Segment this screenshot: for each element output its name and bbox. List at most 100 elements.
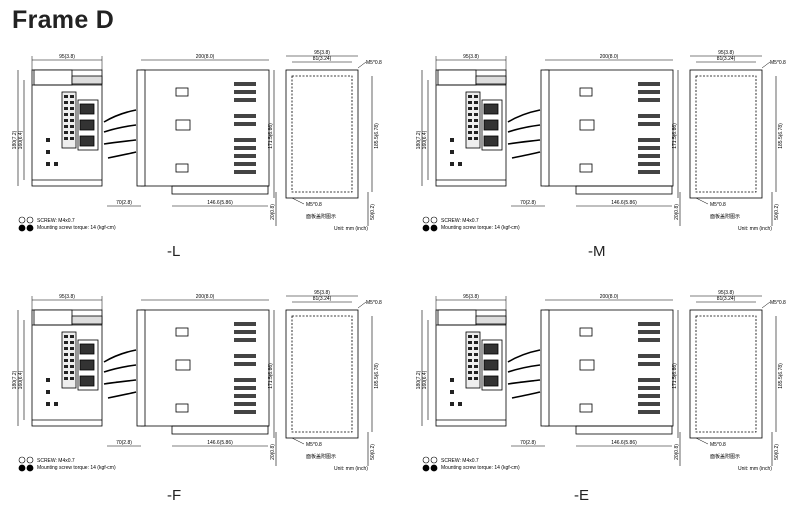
depth-view-body xyxy=(140,69,270,187)
dim-mid-height: 171.5(6.86) xyxy=(672,363,678,389)
screw-hole-filled-icon xyxy=(430,464,438,472)
cable-3 xyxy=(103,139,137,145)
dim-mid-height: 171.5(6.86) xyxy=(268,363,274,389)
dim-front-width: 95(3.8) xyxy=(59,294,75,300)
dim-bottom-left: 70(2.8) xyxy=(520,200,536,206)
dim-left-bottom: 20(0.8) xyxy=(270,204,276,220)
depth-view-body xyxy=(140,309,270,427)
cable-2 xyxy=(103,364,137,373)
front-side-connectors xyxy=(481,339,503,391)
chinese-note: 面板盖附图示 xyxy=(306,213,336,220)
screw-hole-icon xyxy=(26,456,34,464)
dimension-drawing: 95(3.8) 200(8.0) 95(3.8) 81(3.24) 180(7.… xyxy=(416,290,786,472)
side-view-outline xyxy=(689,69,763,199)
screw-hole-filled-icon xyxy=(422,464,430,472)
screw-spec: SCREW: M4x0.7 xyxy=(37,218,75,224)
front-side-connectors xyxy=(481,99,503,151)
dim-front-height-2: 160(6.4) xyxy=(18,370,24,389)
cable-1 xyxy=(507,349,541,363)
dim-side-inner: 81(3.24) xyxy=(717,56,736,62)
front-terminals xyxy=(46,95,74,166)
screw-label-bottom: M5*0.8 xyxy=(306,202,322,208)
screw-hole-filled-icon xyxy=(18,464,26,472)
cable-4 xyxy=(511,391,541,399)
screw-hole-icon xyxy=(430,216,438,224)
dim-bottom-depth: 146.6(5.86) xyxy=(611,200,637,206)
dim-front-width: 95(3.8) xyxy=(59,54,75,60)
dim-side-outer: 95(3.8) xyxy=(314,50,330,56)
dim-bottom-left: 70(2.8) xyxy=(116,200,132,206)
depth-view-base xyxy=(575,425,673,435)
dim-left-bottom: 20(0.8) xyxy=(270,444,276,460)
dim-side-bottom: 50(0.2) xyxy=(774,204,780,220)
cable-4 xyxy=(107,151,137,159)
depth-view-base xyxy=(575,185,673,195)
unit-note: Unit: mm (inch) xyxy=(738,226,772,232)
screw-hole-icon xyxy=(18,216,26,224)
dim-side-inner: 81(3.24) xyxy=(313,296,332,302)
front-side-connectors xyxy=(77,339,99,391)
depth-view-vents xyxy=(234,82,256,174)
dim-side-bottom: 50(0.2) xyxy=(370,444,376,460)
dimension-panel-m: 95(3.8) 200(8.0) 95(3.8) 81(3.24) 180(7.… xyxy=(408,40,796,235)
dim-side-outer: 95(3.8) xyxy=(718,50,734,56)
screw-label-top: M5*0.8 xyxy=(770,300,786,306)
unit-note: Unit: mm (inch) xyxy=(334,466,368,472)
unit-note: Unit: mm (inch) xyxy=(334,226,368,232)
depth-view-body xyxy=(544,309,674,427)
dim-depth-width: 200(8.0) xyxy=(600,294,619,300)
dim-side-bottom: 50(0.2) xyxy=(774,444,780,460)
depth-view-body xyxy=(544,69,674,187)
screw-label-top: M5*0.8 xyxy=(366,60,382,66)
dim-front-height: 180(7.2) xyxy=(416,130,422,149)
screw-hole-icon xyxy=(26,216,34,224)
front-terminals xyxy=(450,335,478,406)
screw-hole-icon xyxy=(430,456,438,464)
dim-side-height: 185.5(6.78) xyxy=(374,123,380,149)
dim-depth-width: 200(8.0) xyxy=(196,54,215,60)
cable-2 xyxy=(507,124,541,133)
dim-front-height: 180(7.2) xyxy=(12,130,18,149)
chinese-note: 面板盖附图示 xyxy=(710,213,740,220)
cable-4 xyxy=(107,391,137,399)
dim-side-inner: 81(3.24) xyxy=(717,296,736,302)
cable-3 xyxy=(507,139,541,145)
screw-spec: SCREW: M4x0.7 xyxy=(441,218,479,224)
dim-side-height: 185.5(6.78) xyxy=(778,363,784,389)
front-view-top-vent xyxy=(71,75,103,85)
front-view-top-vent xyxy=(475,315,507,325)
dim-bottom-left: 70(2.8) xyxy=(520,440,536,446)
dim-left-bottom: 20(0.8) xyxy=(674,204,680,220)
variant-label: -E xyxy=(574,487,589,504)
depth-view-base xyxy=(171,185,269,195)
cable-2 xyxy=(103,124,137,133)
front-view-top-block xyxy=(33,69,73,86)
screw-hole-icon xyxy=(422,216,430,224)
dim-left-bottom: 20(0.8) xyxy=(674,444,680,460)
screw-spec: SCREW: M4x0.7 xyxy=(441,458,479,464)
cable-1 xyxy=(103,109,137,123)
variant-label: -F xyxy=(167,487,182,504)
dim-side-bottom: 50(0.2) xyxy=(370,204,376,220)
dim-side-outer: 95(3.8) xyxy=(314,290,330,296)
dim-bottom-depth: 146.6(5.86) xyxy=(207,440,233,446)
dimension-panel-l: 95(3.8) 200(8.0) 95(3.8) 81(3.24) 180(7.… xyxy=(4,40,394,235)
cable-4 xyxy=(511,151,541,159)
screw-hole-filled-icon xyxy=(430,224,438,232)
dimension-drawing: 95(3.8) 200(8.0) 95(3.8) 81(3.24) 180(7.… xyxy=(416,50,786,232)
front-view-top-block xyxy=(33,309,73,326)
screw-hole-icon xyxy=(422,456,430,464)
page-title: Frame D xyxy=(12,6,115,34)
depth-view-vents xyxy=(234,322,256,414)
screw-label-bottom: M5*0.8 xyxy=(710,442,726,448)
screw-label-top: M5*0.8 xyxy=(366,300,382,306)
front-view-top-block xyxy=(437,69,477,86)
torque-spec: Mounting screw torque: 14 (kgf-cm) xyxy=(441,465,520,471)
cable-2 xyxy=(507,364,541,373)
dim-side-outer: 95(3.8) xyxy=(718,290,734,296)
side-view-outline xyxy=(285,309,359,439)
dim-front-height: 180(7.2) xyxy=(12,370,18,389)
dim-front-height-2: 160(6.4) xyxy=(18,130,24,149)
dim-bottom-left: 70(2.8) xyxy=(116,440,132,446)
screw-hole-filled-icon xyxy=(18,224,26,232)
